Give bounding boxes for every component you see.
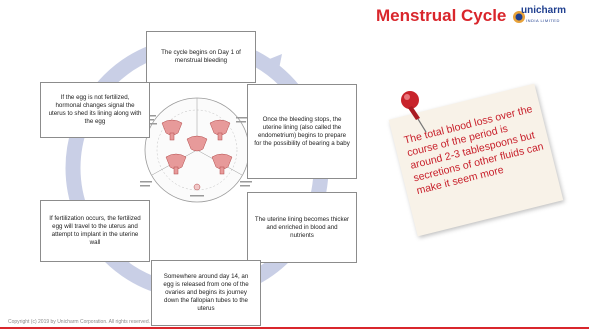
uterus-icon-top-left [161,119,183,141]
cycle-step-3: The uterine lining becomes thicker and e… [247,192,357,263]
logo-text: unicharm [521,5,567,16]
cycle-step-6: If the egg is not fertilized, hormonal c… [40,82,150,138]
cycle-step-5: If fertilization occurs, the fertilized … [40,200,150,262]
cycle-step-1: The cycle begins on Day 1 of menstrual b… [146,31,256,83]
uterus-icon-bottom-right [211,153,233,175]
unicharm-logo-icon [513,11,525,23]
uterus-icon-bottom-left [165,153,187,175]
uterus-icon-top-right [209,119,231,141]
cycle-center-illustration [140,97,252,203]
footer-rule [0,327,589,329]
cycle-step-2: Once the bleeding stops, the uterine lin… [247,84,357,179]
ring-arrow-top-right [262,54,282,74]
push-pin-icon [401,91,427,133]
logo-subtext: INDIA LIMITED [526,18,560,23]
uterus-icon-center [186,135,208,152]
egg-icon [193,183,201,191]
cycle-step-4: Somewhere around day 14, an egg is relea… [151,260,261,326]
slide-title: Menstrual Cycle [376,6,507,25]
copyright-footer: Copyright (c) 2019 by Unicharm Corporati… [8,319,151,325]
